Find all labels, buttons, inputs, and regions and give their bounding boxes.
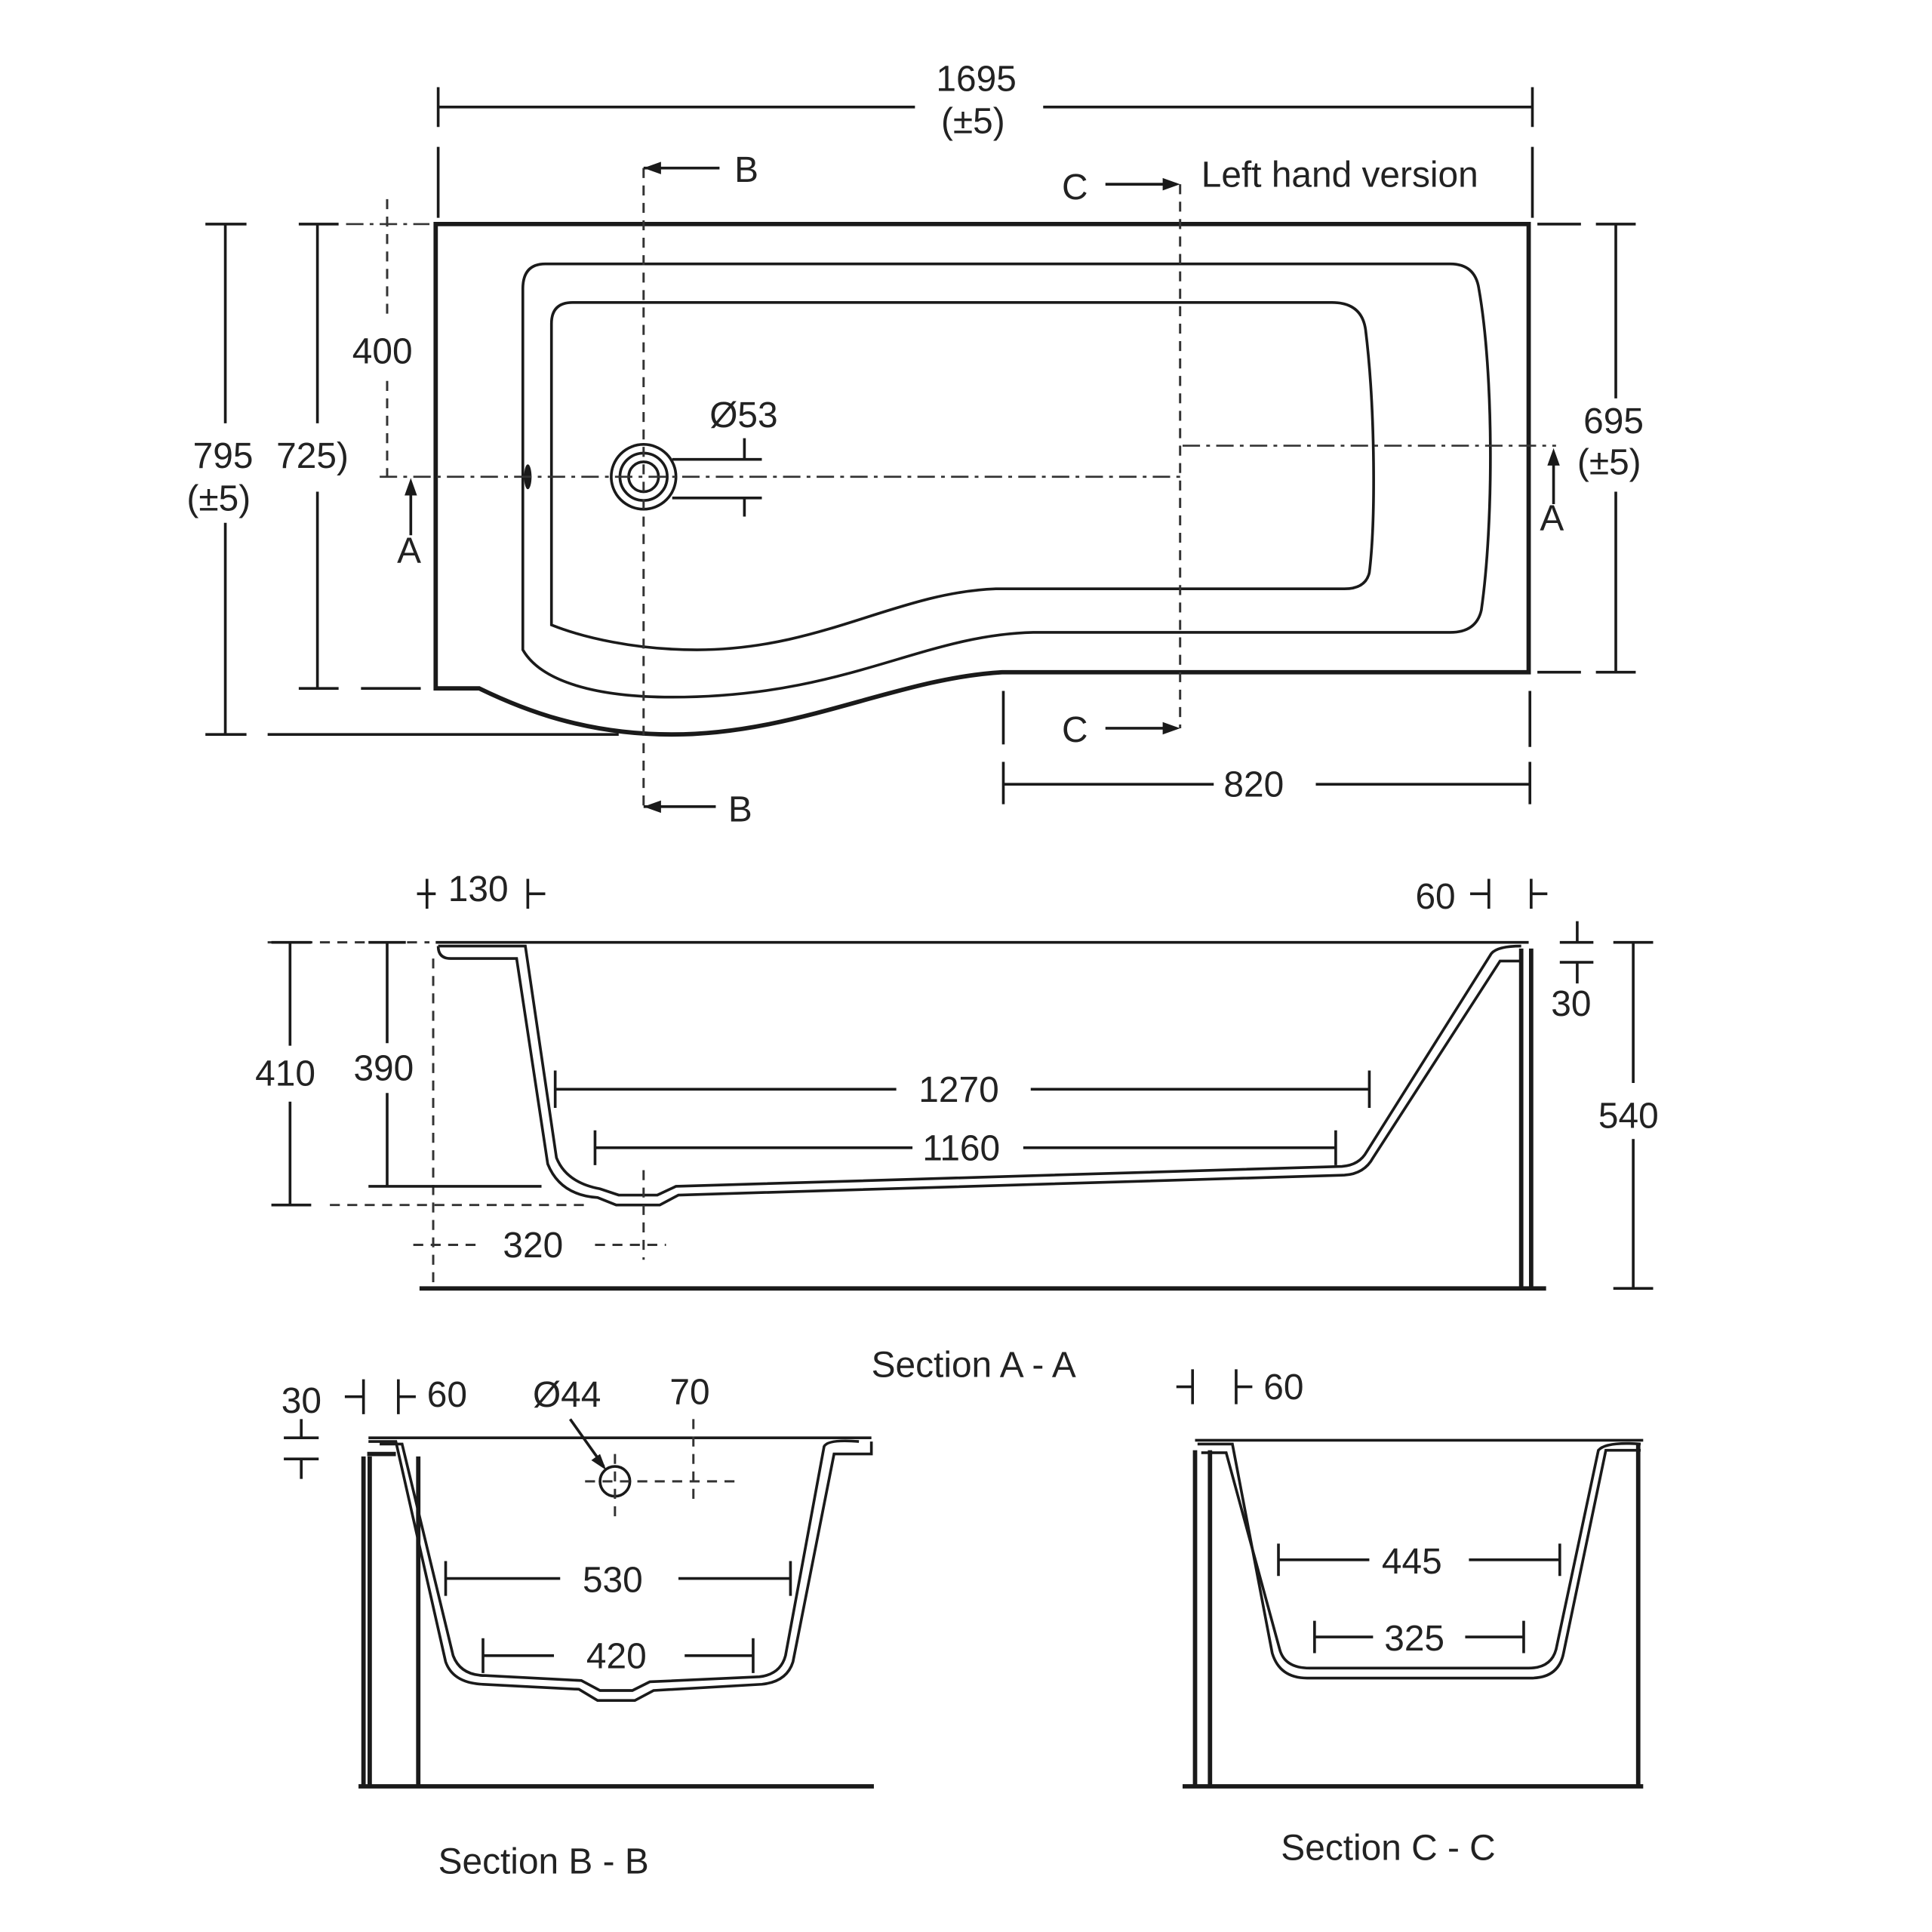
version-label: Left hand version <box>1201 155 1478 195</box>
dim-straight-length: 820 <box>1223 765 1284 805</box>
plan-view: B B C C A A Left hand version 1695 (±5) … <box>186 59 1644 829</box>
section-c-profile <box>1197 1442 1641 1680</box>
dim-overflow-offset: 70 <box>669 1373 709 1413</box>
section-b-b: 30 60 Ø44 70 530 420 Section B - B <box>281 1373 874 1881</box>
section-mark-c-top: C <box>1062 168 1088 208</box>
dim-end-width-tol: (±5) <box>1577 442 1641 482</box>
dim-rim-right: 60 <box>1415 877 1455 917</box>
dim-end-width: 695 <box>1583 401 1644 441</box>
dim-waste-from-end: 320 <box>503 1226 563 1266</box>
section-c-title: Section C - C <box>1281 1828 1495 1868</box>
dim-overall-width-tol: (±5) <box>186 478 251 518</box>
dim-rim-width-c: 60 <box>1263 1367 1303 1407</box>
dim-overall-length: 1695 <box>936 59 1016 99</box>
bath-rim-inner <box>521 262 1492 699</box>
dim-bottom-width-b: 420 <box>586 1636 647 1676</box>
section-a-profile <box>436 946 1521 1207</box>
dim-overall-width: 795 <box>193 436 254 476</box>
dim-overflow-diameter: Ø44 <box>533 1375 601 1415</box>
dim-top-width-c: 445 <box>1382 1542 1442 1582</box>
dim-top-length: 1270 <box>918 1070 998 1110</box>
bath-outline <box>433 222 1531 737</box>
dim-rim-left: 130 <box>448 869 509 909</box>
section-mark-b-bottom: B <box>728 790 752 830</box>
dim-depth-390: 390 <box>353 1049 414 1089</box>
dim-rim-thickness-b: 30 <box>281 1381 321 1421</box>
dim-height-410: 410 <box>255 1054 315 1094</box>
section-b-title: Section B - B <box>438 1841 649 1881</box>
section-a-a: 410 390 320 130 60 30 540 1270 1160 Sect… <box>255 869 1659 1385</box>
dim-overall-height: 540 <box>1598 1096 1659 1136</box>
section-c-c: 60 445 325 Section C - C <box>1176 1367 1644 1868</box>
dim-bottom-length: 1160 <box>922 1128 1000 1168</box>
section-b-profile <box>368 1440 873 1703</box>
section-mark-c-bottom: C <box>1062 710 1088 750</box>
dim-rim-width-b: 60 <box>427 1375 467 1415</box>
dim-waste-offset: 400 <box>352 332 413 372</box>
dim-waste-diameter: Ø53 <box>709 395 777 435</box>
dim-rim-thickness: 30 <box>1551 984 1591 1024</box>
dim-overall-length-tol: (±5) <box>941 101 1005 141</box>
dim-bottom-width-c: 325 <box>1384 1619 1444 1659</box>
section-mark-a-left: A <box>397 531 421 571</box>
bath-basin <box>549 301 1375 651</box>
section-mark-a-right: A <box>1540 499 1564 539</box>
section-a-title: Section A - A <box>872 1345 1076 1385</box>
section-mark-b-top: B <box>734 150 758 190</box>
dim-width-725: 725) <box>276 436 349 476</box>
dim-top-width-b: 530 <box>583 1561 643 1601</box>
